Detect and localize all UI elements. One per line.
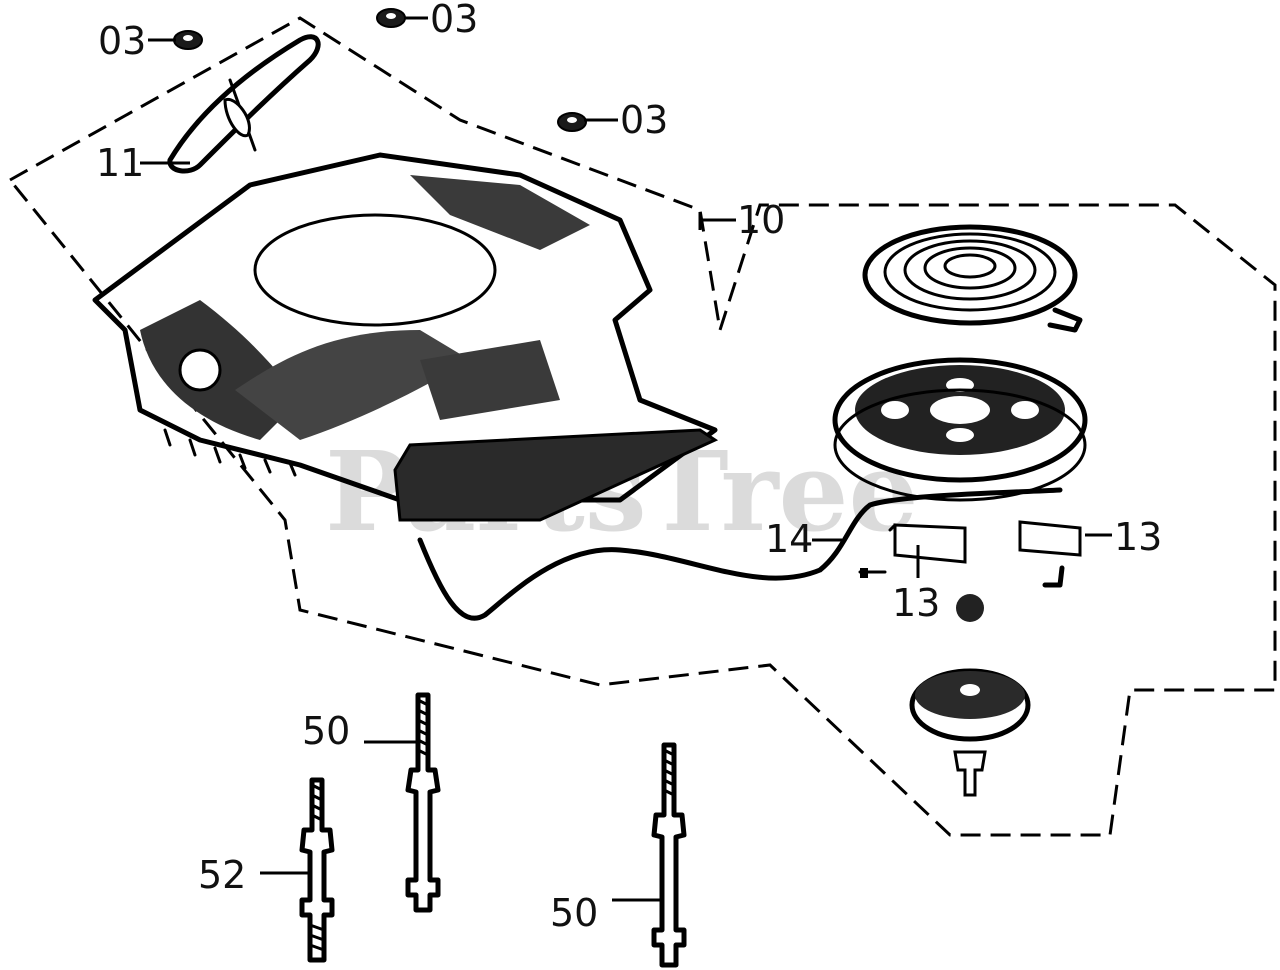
blower-housing xyxy=(92,152,719,522)
pawl-right xyxy=(1018,520,1082,588)
callout-handle: 11 xyxy=(96,141,144,185)
housing-group-outline xyxy=(8,16,1277,837)
ratchet-cap xyxy=(909,668,1031,742)
leader-lines xyxy=(140,16,1112,902)
callout-stud-left: 52 xyxy=(198,853,246,897)
callout-pawl-right: 13 xyxy=(1114,515,1162,559)
stud-lower xyxy=(651,742,687,968)
center-screw xyxy=(953,750,987,797)
callout-stud-upper: 50 xyxy=(302,709,350,753)
stud-left xyxy=(299,777,335,963)
bushing xyxy=(956,594,984,622)
callout-nut-left: 03 xyxy=(98,19,146,63)
nut-top xyxy=(376,8,406,28)
pawl-center xyxy=(858,523,967,578)
callout-cord: 14 xyxy=(765,517,813,561)
recoil-spring xyxy=(862,224,1083,333)
nut-mid xyxy=(557,112,587,132)
callout-stud-lower: 50 xyxy=(550,891,598,935)
rope-pulley xyxy=(832,357,1088,502)
callout-nut-mid: 03 xyxy=(620,98,668,142)
starter-handle xyxy=(167,34,321,174)
starter-rope xyxy=(417,487,1063,621)
stud-upper xyxy=(405,692,441,913)
callout-housing: 10 xyxy=(737,198,785,242)
callout-pawl-center: 13 xyxy=(892,581,940,625)
callout-nut-top: 03 xyxy=(430,0,478,41)
nut-left xyxy=(173,30,203,50)
